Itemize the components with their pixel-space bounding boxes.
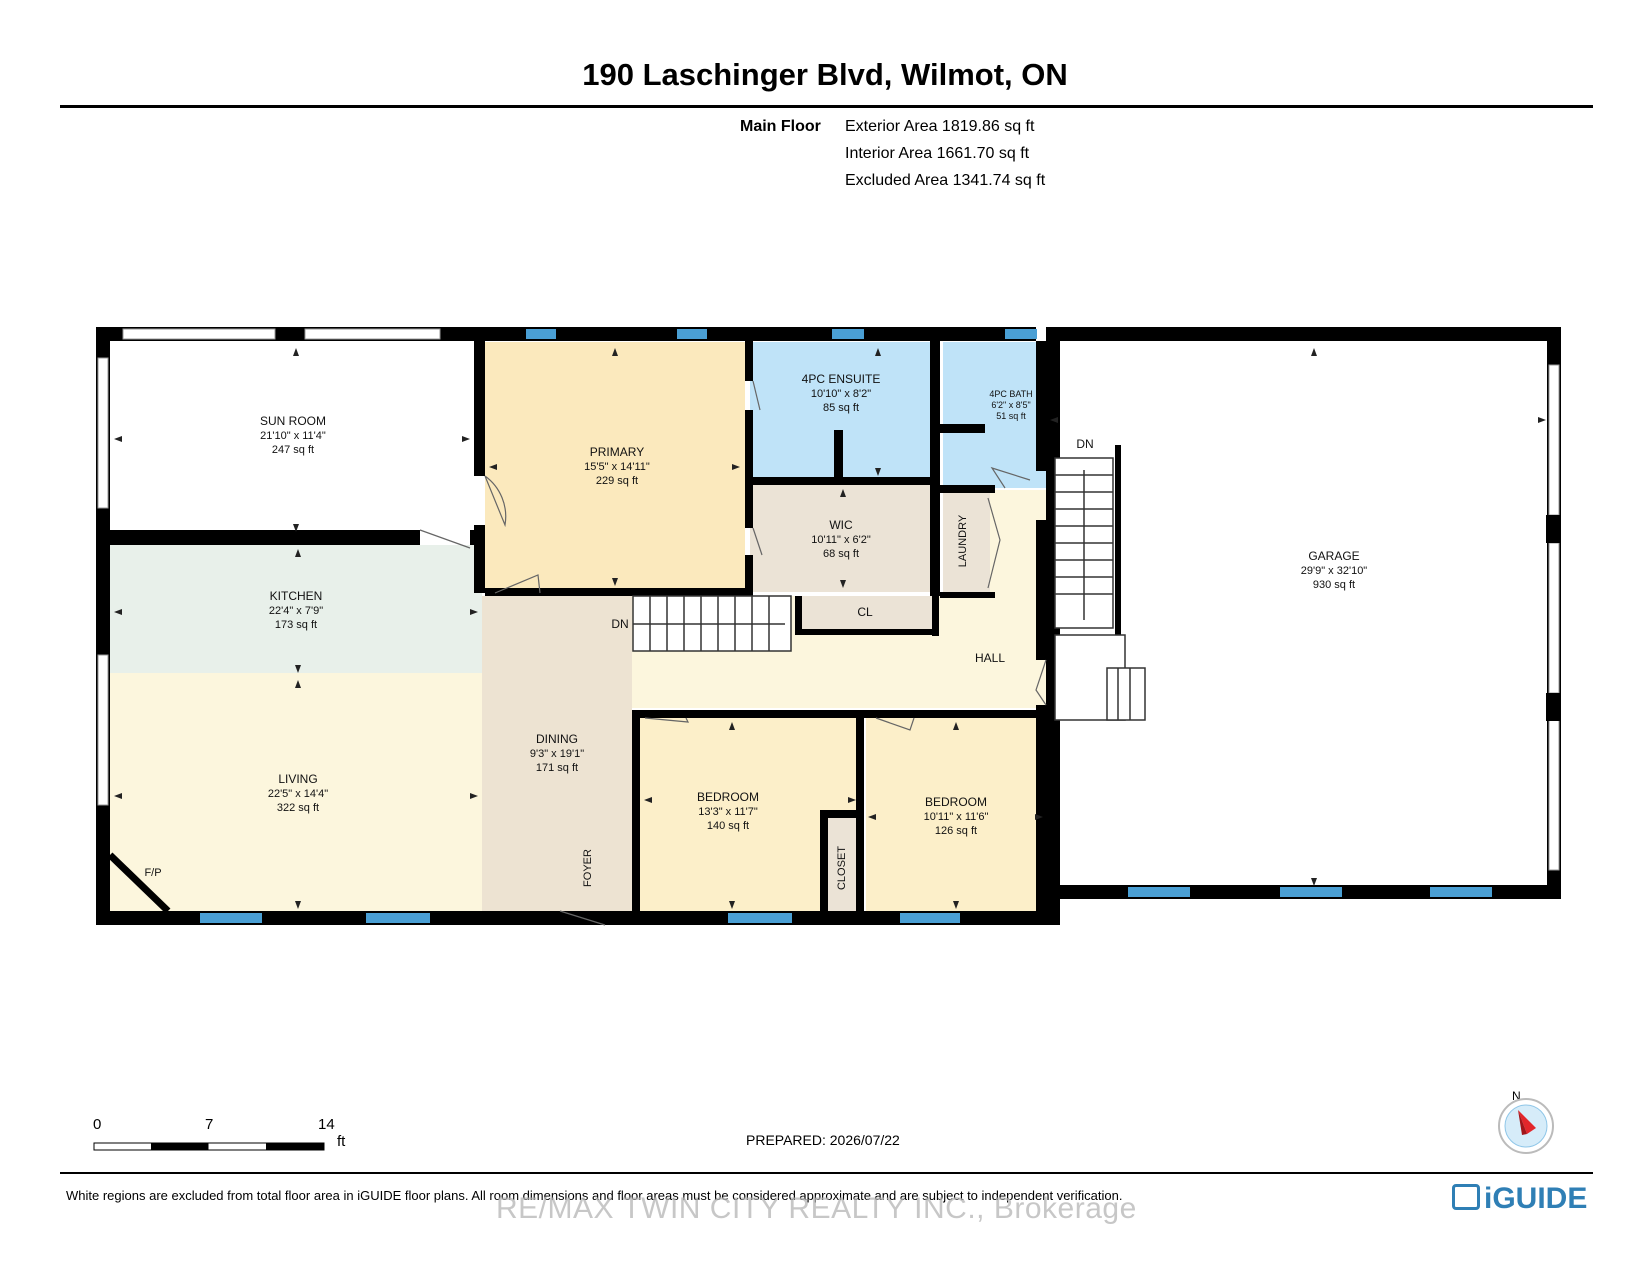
interior-area: Interior Area 1661.70 sq ft [845,145,1030,162]
primary-area: 229 sq ft [596,475,638,487]
living-dims: 22'5" x 14'4" [268,788,328,800]
wic-area: 68 sq ft [823,548,859,560]
room-fill-closet [826,818,856,911]
room-fill-bedroom-1 [636,718,856,911]
bath-name: 4PC BATH [989,389,1032,399]
wic-dims: 10'11" x 6'2" [811,534,871,546]
laundry-name: LAUNDRY [957,514,969,567]
garage-name: GARAGE [1308,549,1359,563]
compass-north-label: N [1512,1089,1521,1103]
brokerage-watermark: RE/MAX TWIN CITY REALTY INC., Brokerage [496,1192,1137,1225]
windows [200,329,1492,923]
room-fill-primary [485,342,745,592]
disclaimer-text: White regions are excluded from total fl… [66,1188,1123,1203]
stairs-garage-dn: DN [1076,437,1093,451]
sun-room-area: 247 sq ft [272,444,314,456]
wic-name: WIC [829,518,853,532]
primary-dims: 15'5" x 14'11" [584,461,650,473]
room-fill-living [110,673,482,911]
primary-name: PRIMARY [590,445,644,459]
foyer-name: FOYER [582,849,594,887]
footer-divider [60,1172,1593,1174]
living-name: LIVING [278,772,317,786]
exterior-area: Exterior Area 1819.86 sq ft [845,118,1035,135]
room-fill-kitchen [110,545,482,673]
dining-dims: 9'3" x 19'1" [530,748,584,760]
page-title: 190 Laschinger Blvd, Wilmot, ON [582,57,1068,92]
closet-name: CLOSET [836,846,848,890]
prepared-date: PREPARED: 2026/07/22 [746,1132,900,1148]
door-swings [419,380,1047,926]
scale-label-7: 7 [205,1116,214,1133]
bedroom-2-area: 126 sq ft [935,825,977,837]
room-fill-laundry [943,490,990,592]
bedroom-2-name: BEDROOM [925,795,987,809]
garage-dims: 29'9" x 32'10" [1301,565,1368,577]
iguide-logo: iGUIDE [1452,1182,1587,1216]
iguide-logo-text: iGUIDE [1484,1182,1588,1215]
room-fill-bedroom-2 [866,718,1047,911]
sun-room-dims: 21'10" x 11'4" [260,430,326,442]
dimension-markers [114,348,1546,909]
scale-label-0: 0 [93,1116,102,1133]
kitchen-dims: 22'4" x 7'9" [269,605,323,617]
floor-name: Main Floor [740,118,821,135]
excluded-area: Excluded Area 1341.74 sq ft [845,172,1046,189]
kitchen-name: KITCHEN [270,589,323,603]
living-area: 322 sq ft [277,802,319,814]
ensuite-name: 4PC ENSUITE [802,372,881,386]
garage-area: 930 sq ft [1313,579,1355,591]
kitchen-area: 173 sq ft [275,619,317,631]
iguide-logo-icon [1452,1184,1480,1211]
bedroom-2-dims: 10'11" x 11'6" [924,811,989,823]
compass-icon: N [1494,1086,1558,1159]
bedroom-1-name: BEDROOM [697,790,759,804]
stairs-garage [1054,457,1146,721]
cl-name: CL [857,605,873,619]
scale-label-14: 14 [318,1116,335,1133]
room-fill-cl [800,596,936,631]
scale-unit: ft [337,1133,346,1150]
scale-bar [93,1142,325,1151]
bath-area: 51 sq ft [996,411,1026,421]
stairs-main [632,595,792,652]
room-fill-wic [750,485,930,592]
dining-area: 171 sq ft [536,762,578,774]
bedroom-1-area: 140 sq ft [707,820,749,832]
fireplace-label: F/P [144,867,161,879]
room-fill-bath [943,342,1046,488]
ensuite-dims: 10'10" x 8'2" [811,388,871,400]
stairs-main-dn: DN [611,617,628,631]
dining-name: DINING [536,732,578,746]
sun-room-name: SUN ROOM [260,414,326,428]
ensuite-area: 85 sq ft [823,402,859,414]
bedroom-1-dims: 13'3" x 11'7" [698,806,758,818]
bath-dims: 6'2" x 8'5" [991,400,1030,410]
interior-walls [110,341,1560,911]
room-fill-dining [482,596,632,911]
hall-name: HALL [975,651,1005,665]
fireplace-wall [107,852,171,914]
title-divider [60,105,1593,108]
